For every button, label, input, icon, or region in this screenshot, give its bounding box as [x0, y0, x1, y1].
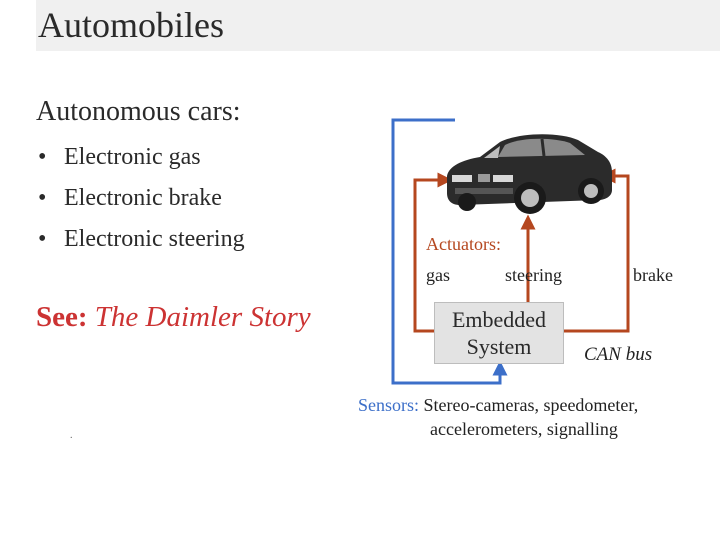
see-label: See: — [36, 301, 88, 333]
sensors-label: Sensors: — [358, 395, 420, 415]
sensors-line-2: accelerometers, signalling — [430, 419, 618, 439]
see-reference: See: The Daimler Story — [36, 299, 311, 335]
embedded-system-box: Embedded System — [434, 302, 564, 364]
slide-title: Automobiles — [38, 5, 224, 45]
list-item: • Electronic brake — [36, 180, 245, 221]
gas-actuator-line — [413, 172, 453, 333]
daimler-story-link[interactable]: The Daimler Story — [94, 301, 311, 333]
slide-heading: Autonomous cars: — [36, 96, 241, 127]
actuator-brake-label: brake — [633, 265, 673, 285]
stray-mark: . — [70, 430, 73, 441]
car-icon — [447, 134, 612, 214]
bullet-text: Electronic steering — [64, 226, 245, 252]
bullet-text: Electronic gas — [64, 144, 201, 170]
actuators-label: Actuators: — [426, 234, 501, 254]
sensors-text-1: Stereo-cameras, speedometer, — [423, 395, 639, 415]
bullet-list: • Electronic gas • Electronic brake • Elect… — [36, 139, 245, 262]
bullet-icon: • — [38, 144, 47, 170]
brake-actuator-line — [564, 168, 630, 333]
embedded-line-1: Embedded — [451, 307, 547, 332]
title-bar — [36, 0, 720, 51]
bullet-icon: • — [38, 185, 47, 211]
actuator-gas-label: gas — [426, 265, 450, 285]
list-item: • Electronic gas — [36, 139, 245, 180]
can-bus-label: CAN bus — [584, 344, 653, 365]
list-item: • Electronic steering — [36, 221, 245, 262]
sensors-line-1: Sensors: Stereo-cameras, speedometer, — [358, 394, 638, 417]
sensor-feedback-line — [391, 118, 508, 385]
embedded-line-2: System — [466, 334, 532, 359]
bullet-icon: • — [38, 226, 47, 252]
bullet-text: Electronic brake — [64, 185, 222, 211]
actuator-steering-label: steering — [505, 265, 562, 285]
